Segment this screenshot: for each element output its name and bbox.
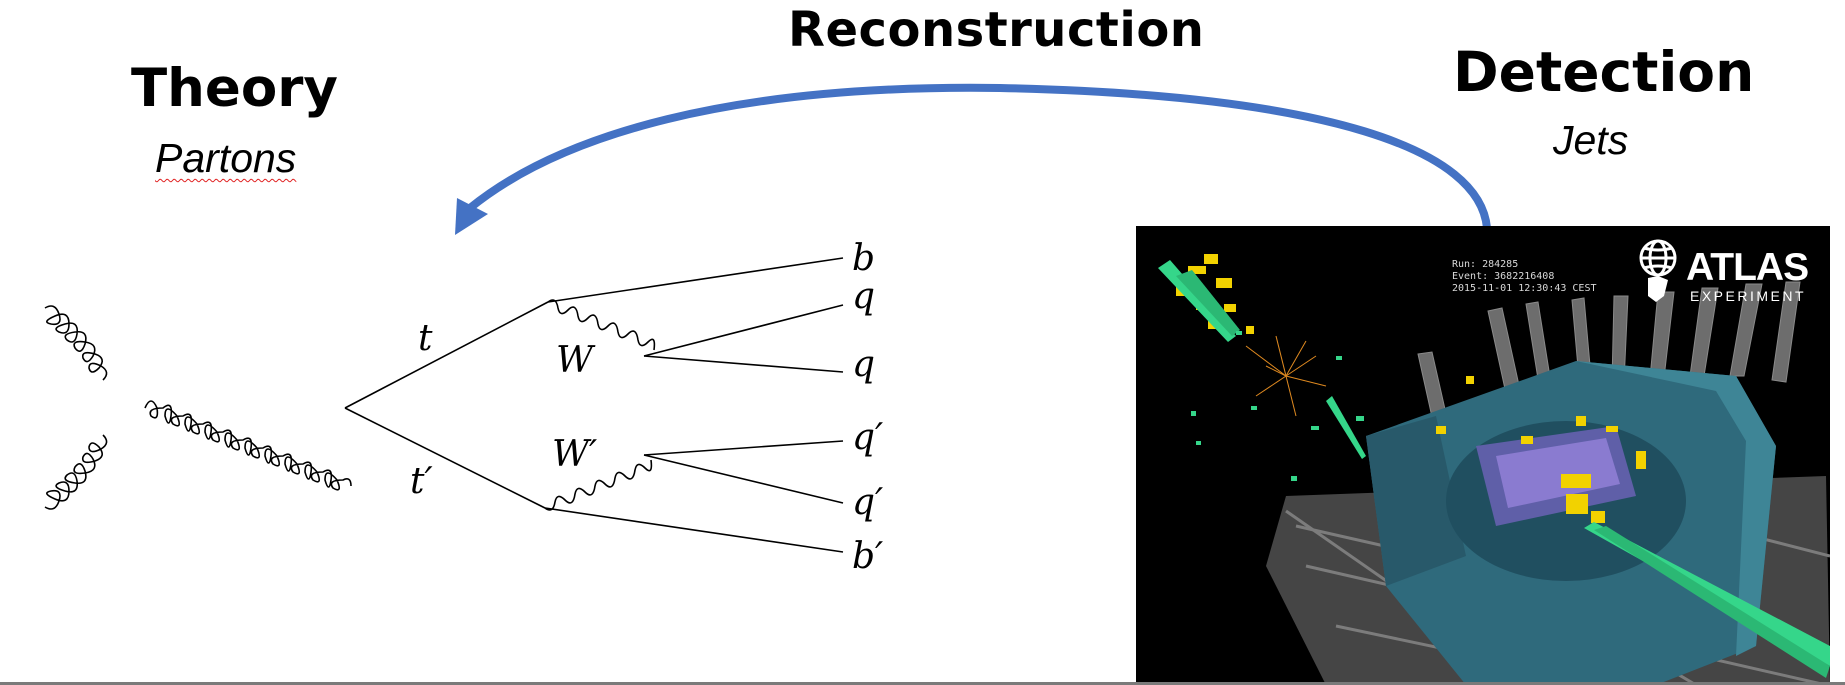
label-b: b [852, 238, 875, 279]
w-boson [547, 299, 656, 351]
gluon-lower [44, 434, 108, 510]
label-q-prime2: q′ [852, 482, 883, 523]
reconstruction-title: Reconstruction [788, 2, 1205, 58]
arrow-curve [467, 83, 1491, 229]
label-t-prime: t′ [410, 461, 433, 502]
jet-cone-upper [1158, 260, 1236, 342]
bottom-divider [0, 682, 1845, 685]
label-w-prime: W′ [552, 434, 597, 475]
gluon-horizontal [144, 400, 352, 491]
atlas-logo: ATLAS EXPERIMENT [1634, 236, 1824, 306]
detection-title: Detection [1453, 40, 1755, 104]
antitop-line [344, 407, 546, 509]
label-q1: q [852, 276, 875, 317]
label-b-prime: b′ [852, 536, 883, 577]
run-info-text: Run: 284285 Event: 3682216408 2015-11-01… [1452, 259, 1597, 294]
q1-line [643, 304, 844, 357]
atlas-wordmark: ATLAS [1686, 246, 1809, 289]
theory-title: Theory [131, 58, 338, 119]
partons-subtitle: Partons [155, 135, 297, 181]
jets-subtitle: Jets [1553, 117, 1629, 163]
q2-line [643, 355, 844, 373]
label-q-prime1: q′ [852, 417, 883, 458]
feynman-diagram: t t′ W W′ b q q q′ q′ b′ [44, 238, 883, 577]
detector-illustration [1158, 254, 1830, 685]
label-w: W [556, 340, 596, 381]
b-line [547, 257, 844, 303]
qp2-line [643, 454, 844, 504]
gluon-upper [44, 305, 108, 381]
atlas-experiment-text: EXPERIMENT [1690, 288, 1807, 304]
top-line [344, 301, 549, 409]
label-q2: q [852, 344, 875, 385]
arrow-head [455, 198, 488, 235]
bp-line [544, 507, 844, 553]
w-prime-boson [544, 459, 653, 511]
atlas-globe-icon [1639, 239, 1677, 302]
qp1-line [643, 440, 844, 456]
label-t: t [418, 318, 433, 359]
atlas-event-display: Run: 284285 Event: 3682216408 2015-11-01… [1136, 226, 1830, 685]
